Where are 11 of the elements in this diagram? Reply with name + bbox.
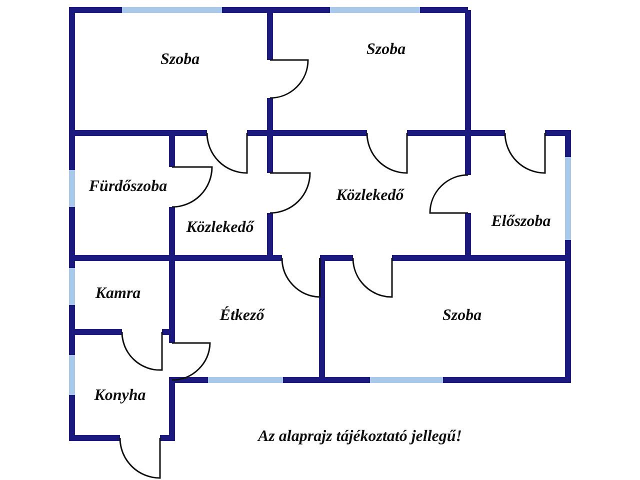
disclaimer-note: Az alaprajz tájékoztató jellegű! xyxy=(258,428,462,446)
room-name: Kamra xyxy=(95,285,141,303)
room-name: Előszoba xyxy=(491,213,551,231)
room-name: Szoba xyxy=(160,51,200,69)
room-name: Szoba xyxy=(442,307,482,325)
room-name: Közlekedő xyxy=(186,219,254,237)
room-name: Szoba xyxy=(366,41,406,59)
room-name: Közlekedő xyxy=(336,187,404,205)
room-name: Fürdőszoba xyxy=(88,178,168,196)
room-name: Étkező xyxy=(220,307,264,325)
room-name: Konyha xyxy=(94,387,146,405)
